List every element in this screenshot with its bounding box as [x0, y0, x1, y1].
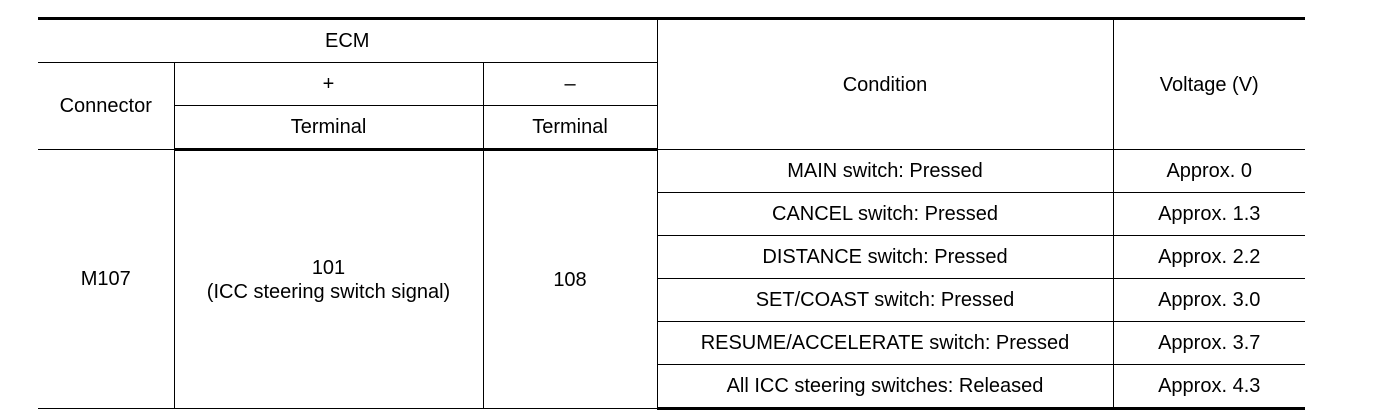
- condition-cell: All ICC steering switches: Released: [656, 364, 1114, 410]
- minus-header: –: [482, 62, 658, 106]
- minus-terminal-header: Terminal: [482, 105, 658, 151]
- voltage-cell: Approx. 3.7: [1112, 321, 1305, 365]
- plus-terminal-signal: (ICC steering switch signal): [206, 280, 451, 303]
- voltage-cell: Approx. 2.2: [1112, 235, 1305, 279]
- voltage-cell: Approx. 0: [1112, 149, 1305, 193]
- table-row: M107 101 (ICC steering switch signal) 10…: [38, 149, 1305, 409]
- voltage-header: Voltage (V): [1112, 17, 1305, 150]
- connector-header: Connector: [38, 62, 175, 150]
- plus-header: +: [173, 62, 484, 106]
- connector-cell: M107: [38, 149, 175, 409]
- condition-cell: RESUME/ACCELERATE switch: Pressed: [656, 321, 1114, 365]
- minus-terminal-cell: 108: [482, 149, 658, 409]
- table-row: All ICC steering switches: Released Appr…: [38, 364, 1305, 410]
- plus-terminal-number: 101: [311, 256, 346, 279]
- plus-terminal-header: Terminal: [173, 105, 484, 151]
- plus-terminal-cell: 101 (ICC steering switch signal): [173, 149, 484, 409]
- condition-cell: CANCEL switch: Pressed: [656, 192, 1114, 236]
- header-row-ecm: ECM Condition Voltage (V): [38, 17, 1305, 150]
- voltage-cell: Approx. 1.3: [1112, 192, 1305, 236]
- table-row: RESUME/ACCELERATE switch: Pressed Approx…: [38, 321, 1305, 365]
- table-row: DISTANCE switch: Pressed Approx. 2.2: [38, 235, 1305, 279]
- table-row: CANCEL switch: Pressed Approx. 1.3: [38, 192, 1305, 236]
- condition-cell: MAIN switch: Pressed: [656, 149, 1114, 193]
- condition-cell: DISTANCE switch: Pressed: [656, 235, 1114, 279]
- voltage-cell: Approx. 3.0: [1112, 278, 1305, 322]
- table-row: SET/COAST switch: Pressed Approx. 3.0: [38, 278, 1305, 322]
- voltage-cell: Approx. 4.3: [1112, 364, 1305, 410]
- ecm-header: ECM: [38, 17, 658, 63]
- condition-cell: SET/COAST switch: Pressed: [656, 278, 1114, 322]
- condition-header: Condition: [656, 17, 1114, 150]
- terminal-voltage-table: ECM Condition Voltage (V) Connector + – …: [38, 17, 1305, 410]
- header-row-terminal: Terminal Terminal: [38, 105, 1305, 151]
